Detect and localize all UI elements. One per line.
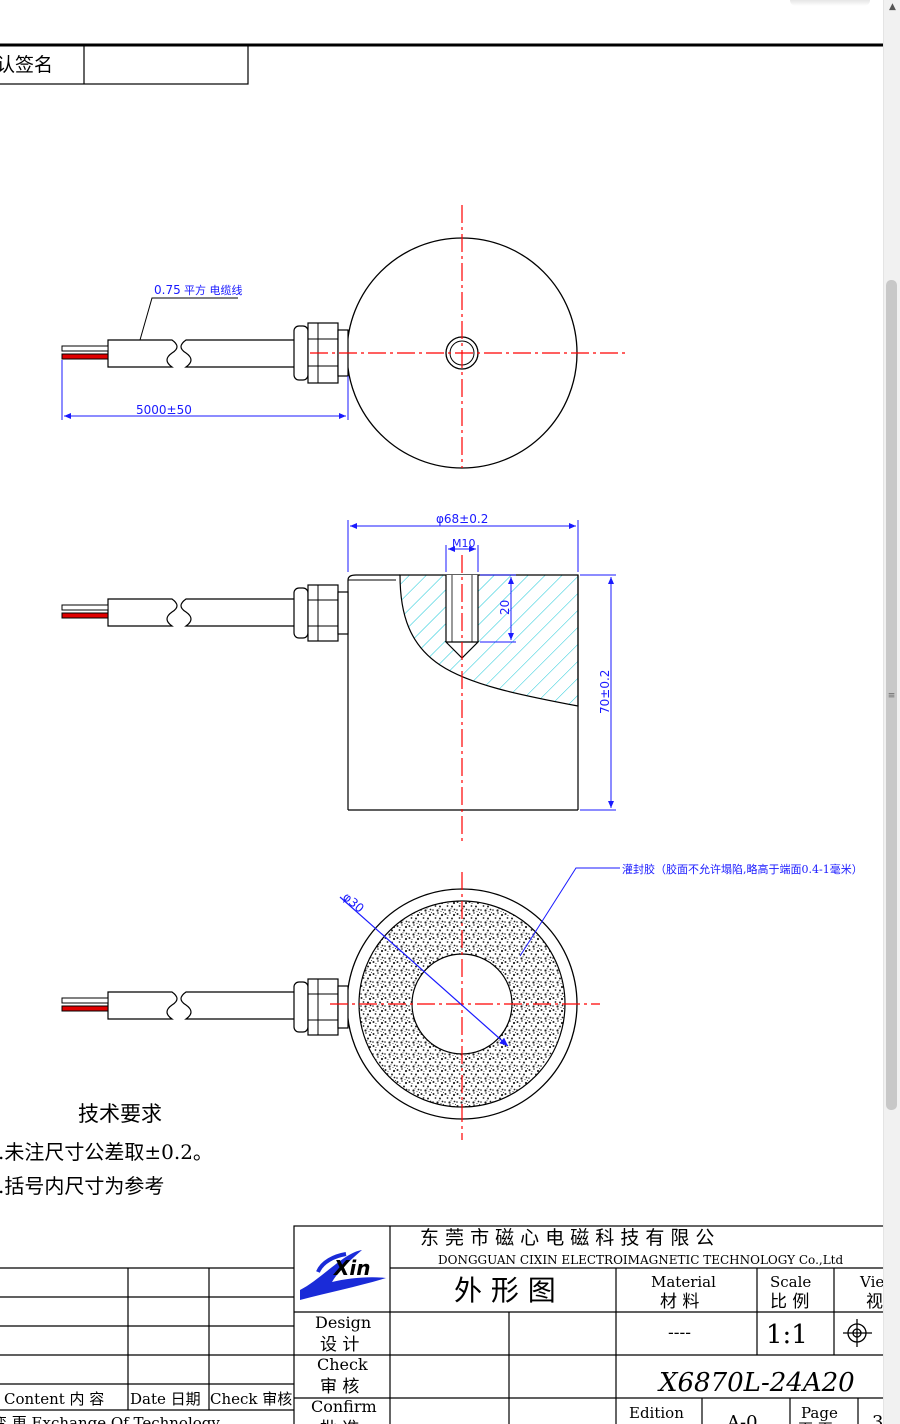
confirm-label-cn: 批 准	[320, 1419, 359, 1424]
vertical-scrollbar[interactable]: ▲ ≡	[883, 0, 900, 1424]
check-label-en: Check	[317, 1355, 368, 1374]
view-label-cn: 视	[866, 1292, 883, 1312]
edition-label-en: Edition	[629, 1404, 684, 1422]
tech-requirement-item: .未注尺寸公差取±0.2。	[0, 1140, 213, 1164]
check-label-cn: 审 核	[320, 1377, 359, 1397]
design-label-en: Design	[315, 1313, 371, 1332]
logo-text: Xin	[332, 1256, 371, 1280]
scrollbar-grip-icon: ≡	[887, 691, 896, 701]
page-label-cn: 页 页	[798, 1420, 833, 1424]
revision-check-header: Check 审核	[210, 1390, 292, 1408]
revision-footer-label: 变 更 Exchange Of Technology	[0, 1414, 220, 1424]
inner-diameter-dimension: φ30	[340, 890, 367, 916]
drawing-title: 外 形 图	[454, 1274, 556, 1307]
scale-label-en: Scale	[770, 1273, 811, 1291]
revision-content-header: Content 内 容	[4, 1390, 104, 1408]
thread-depth-dimension: 20	[498, 600, 512, 615]
top-view: 0.75 平方 电缆线 5000±50	[61, 205, 628, 469]
material-label-cn: 材 料	[660, 1292, 699, 1312]
design-label-cn: 设 计	[320, 1335, 359, 1355]
bottom-view: φ30 灌封胶（胶面不允许塌陷,略高于端面0.4-1毫米）	[61, 862, 863, 1140]
tech-requirements-title: 技术要求	[78, 1102, 162, 1126]
scale-value: 1:1	[766, 1320, 808, 1350]
scale-label-cn: 比 例	[770, 1292, 809, 1312]
diameter-dimension: φ68±0.2	[436, 512, 488, 526]
tech-requirement-item: .括号内尺寸为参考	[0, 1174, 164, 1198]
popup-shadow	[790, 0, 870, 6]
cable-length-dimension: 5000±50	[136, 403, 192, 417]
company-name-en: DONGGUAN CIXIN ELECTROIMAGNETIC TECHNOLO…	[438, 1253, 843, 1267]
company-name-cn: 东 莞 市 磁 心 电 磁 科 技 有 限 公	[420, 1227, 714, 1249]
potting-note: 灌封胶（胶面不允许塌陷,略高于端面0.4-1毫米）	[622, 862, 863, 876]
page-label-en: Page	[801, 1404, 838, 1422]
section-view: φ68±0.2 M10 20 70±0.2	[61, 512, 616, 845]
header-signature-block: 认签名	[0, 43, 883, 85]
wire-spec-text: 平方 电缆线	[184, 283, 243, 297]
edition-value: A-0	[726, 1412, 758, 1424]
thread-dimension: M10	[452, 537, 476, 550]
page-value: 3	[872, 1412, 883, 1424]
view-label-en: Vie	[859, 1273, 884, 1291]
revision-table	[0, 1267, 294, 1411]
confirm-label-en: Confirm	[311, 1397, 377, 1416]
wire-spec-number: 0.75	[154, 283, 181, 297]
technical-requirements: 技术要求 .未注尺寸公差取±0.2。 .括号内尺寸为参考	[0, 1102, 213, 1198]
material-label-en: Material	[651, 1273, 716, 1291]
company-logo: Xin	[300, 1250, 386, 1300]
material-value: ----	[668, 1323, 691, 1343]
scroll-up-arrow-icon[interactable]: ▲	[889, 2, 896, 12]
revision-date-header: Date 日期	[130, 1390, 201, 1408]
projection-symbol-icon	[843, 1319, 872, 1347]
scrollbar-thumb[interactable]: ≡	[886, 280, 897, 1110]
signature-label: 认签名	[0, 54, 53, 76]
part-number: X6870L-24A20	[657, 1368, 855, 1398]
height-dimension: 70±0.2	[598, 670, 612, 714]
